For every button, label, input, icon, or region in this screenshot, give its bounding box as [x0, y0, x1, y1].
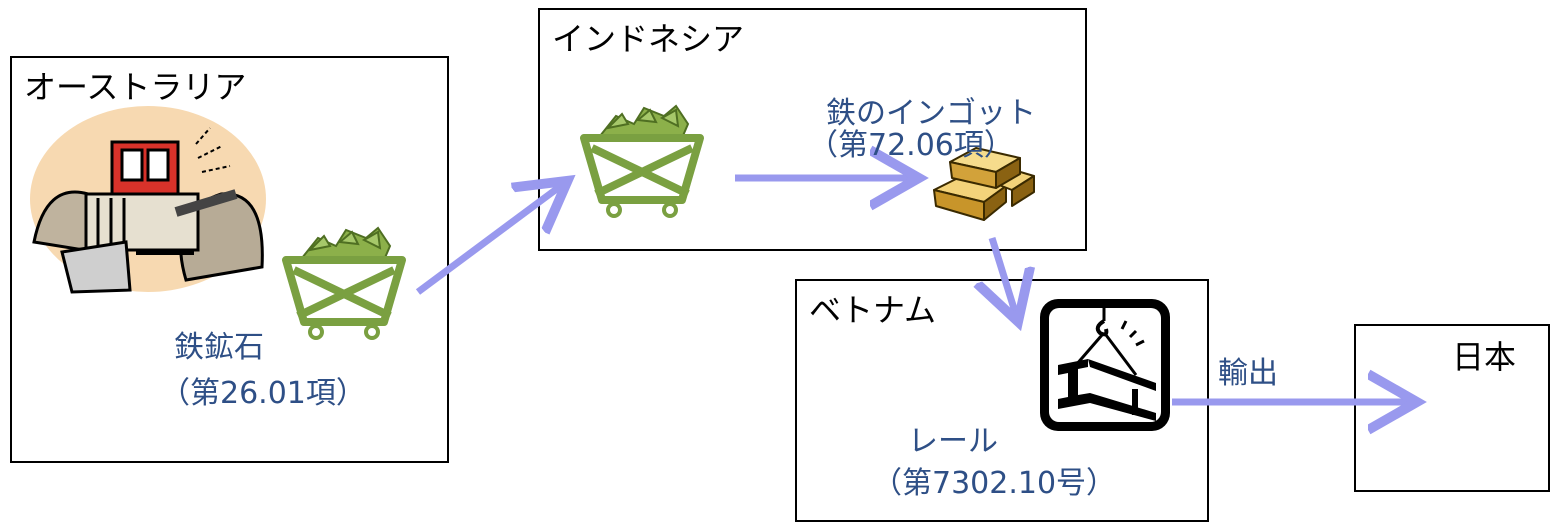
iron-ore-code: （第26.01項） — [160, 376, 366, 411]
ore-cart-icon-indonesia — [580, 104, 704, 218]
iron-ore-name: 鉄鉱石 — [174, 330, 264, 365]
country-label-japan: 日本 — [1452, 338, 1517, 376]
bulldozer-icon — [30, 106, 266, 294]
rail-code: （第7302.10号） — [872, 466, 1117, 501]
iron-ingot-name: 鉄のインゴット — [826, 96, 1036, 131]
country-label-indonesia: インドネシア — [552, 20, 745, 58]
country-label-vietnam: ベトナム — [809, 291, 937, 329]
export-label: 輸出 — [1218, 356, 1278, 391]
arrow-australia-to-indonesia — [415, 185, 562, 295]
steel-beam-crane-icon — [1040, 299, 1170, 431]
ore-cart-icon — [282, 226, 406, 340]
gold-ingot-icon — [933, 147, 1035, 221]
arrow-indonesia-to-vietnam — [992, 236, 1016, 315]
country-label-australia: オーストラリア — [24, 68, 247, 106]
iron-ingot-code: （第72.06項） — [808, 128, 1014, 163]
rail-name: レール — [908, 424, 998, 459]
